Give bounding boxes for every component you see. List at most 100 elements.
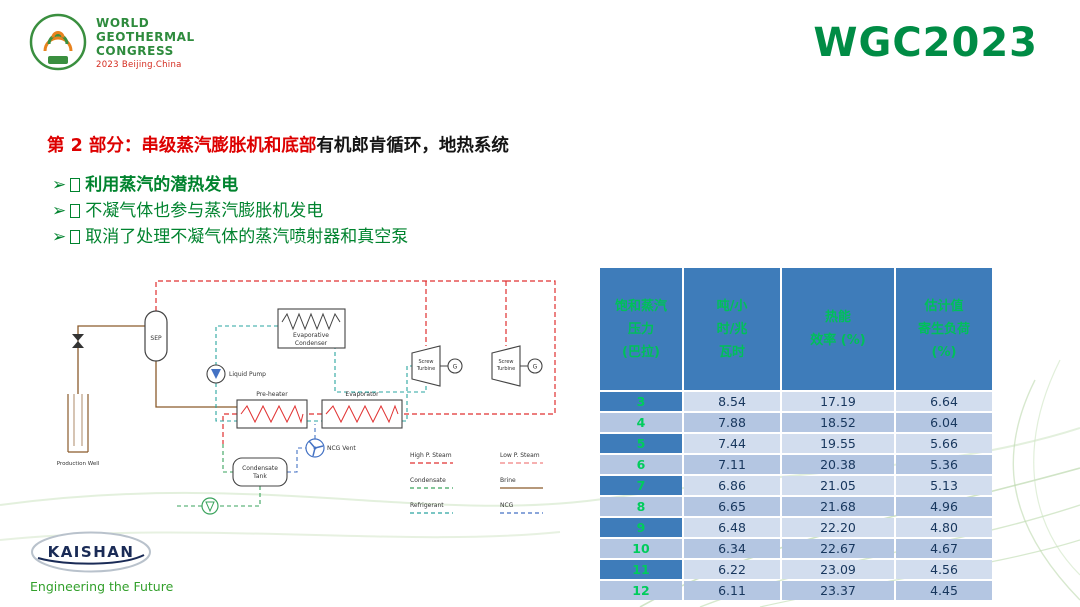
cell-pressure: 7	[600, 476, 682, 495]
legend-high-p-steam: High P. Steam	[410, 452, 452, 459]
table-row: 12 6.11 23.37 4.45	[600, 581, 992, 600]
cell-flow: 6.34	[684, 539, 780, 558]
header-line: 吨/小	[716, 298, 748, 314]
evaporator-label: Evaporator	[345, 391, 379, 398]
header-line: 效率 (%)	[810, 333, 866, 348]
production-well	[67, 394, 89, 453]
table-row: 11 6.22 23.09 4.56	[600, 560, 992, 579]
ncg-vent-label: NCG Vent	[327, 445, 356, 452]
congress-logo: WORLD GEOTHERMAL CONGRESS 2023 Beijing.C…	[28, 12, 195, 74]
bullet-list: ➢ 利用蒸汽的潜热发电 ➢ 不凝气体也参与蒸汽膨胀机发电 ➢ 取消了处理不凝气体…	[52, 172, 408, 250]
table-row: 10 6.34 22.67 4.67	[600, 539, 992, 558]
generator-1-icon	[447, 358, 463, 374]
condensate-tank: Condensate Tank	[232, 457, 288, 487]
table-row: 9 6.48 22.20 4.80	[600, 518, 992, 537]
cell-efficiency: 20.38	[782, 455, 894, 474]
table-row: 3 8.54 17.19 6.64	[600, 392, 992, 411]
arrow-bullet-icon: ➢	[52, 175, 67, 195]
header-line: 压力	[627, 321, 654, 337]
cell-flow: 6.86	[684, 476, 780, 495]
cell-pressure: 9	[600, 518, 682, 537]
cell-efficiency: 17.19	[782, 392, 894, 411]
cell-flow: 7.88	[684, 413, 780, 432]
header-line: 热能	[824, 310, 851, 325]
cell-pressure: 4	[600, 413, 682, 432]
generator-2-icon	[527, 358, 543, 374]
flow-lines-ncg	[287, 424, 316, 473]
evaporator: Evaporator	[321, 391, 403, 429]
table-row: 5 7.44 19.55 5.66	[600, 434, 992, 453]
header-line: 瓦时	[718, 344, 745, 360]
cell-flow: 7.11	[684, 455, 780, 474]
logo-line-geothermal: GEOTHERMAL	[96, 30, 195, 44]
cell-pressure: 5	[600, 434, 682, 453]
logo-line-congress: CONGRESS	[96, 44, 174, 58]
header-line: 时/兆	[716, 321, 748, 337]
sep-label: SEP	[150, 335, 162, 342]
condensate-tank-label-1: Condensate	[242, 465, 278, 472]
slide-title: 第 2 部分：串级蒸汽膨胀机和底部有机郎肯循环，地热系统	[47, 132, 509, 157]
bullet-text: 利用蒸汽的潜热发电	[85, 175, 239, 195]
bullet-item: ➢ 利用蒸汽的潜热发电	[52, 172, 408, 198]
cell-efficiency: 18.52	[782, 413, 894, 432]
bullet-text: 取消了处理不凝气体的蒸汽喷射器和真空泵	[85, 227, 409, 247]
legend-refrigerant: Refrigerant	[410, 502, 444, 509]
condensate-tank-label-2: Tank	[252, 473, 267, 480]
separator-vessel: SEP	[144, 310, 168, 362]
cell-flow: 6.22	[684, 560, 780, 579]
cell-parasitic: 4.56	[896, 560, 992, 579]
table-row: 7 6.86 21.05 5.13	[600, 476, 992, 495]
missing-glyph-box	[70, 204, 81, 218]
bullet-item: ➢ 取消了处理不凝气体的蒸汽喷射器和真空泵	[52, 224, 408, 250]
arrow-bullet-icon: ➢	[52, 201, 67, 221]
table-row: 4 7.88 18.52 6.04	[600, 413, 992, 432]
pre-heater: Pre-heater	[236, 391, 308, 429]
kaishan-logo-text: KAISHAN	[48, 543, 135, 561]
pre-heater-label: Pre-heater	[256, 391, 288, 398]
cell-parasitic: 5.36	[896, 455, 992, 474]
cell-pressure: 3	[600, 392, 682, 411]
logo-line-world: WORLD	[96, 16, 150, 30]
header-line: (%)	[931, 344, 957, 360]
cell-pressure: 10	[600, 539, 682, 558]
turbine-2-label-2: Turbine	[496, 366, 515, 372]
condensate-pump-icon	[201, 497, 219, 515]
header-line: 估计值	[924, 298, 964, 314]
flow-lines-brine	[77, 325, 237, 408]
cell-flow: 6.48	[684, 518, 780, 537]
cell-efficiency: 19.55	[782, 434, 894, 453]
cell-parasitic: 4.45	[896, 581, 992, 600]
col-header-flow-rate: 吨/小 时/兆 瓦时	[684, 268, 780, 390]
condenser-label-1: Evaporative	[293, 332, 329, 339]
flow-lines-condensate	[175, 444, 261, 507]
turbine-1-label-1: Screw	[418, 359, 433, 365]
missing-glyph-box	[70, 178, 81, 192]
cell-efficiency: 23.37	[782, 581, 894, 600]
cell-parasitic: 5.66	[896, 434, 992, 453]
legend-condensate: Condensate	[410, 477, 446, 484]
kaishan-logo: KAISHAN	[30, 531, 154, 579]
cell-efficiency: 23.09	[782, 560, 894, 579]
slide-title-red: 第 2 部分：串级蒸汽膨胀机和底部	[47, 136, 317, 156]
cell-pressure: 11	[600, 560, 682, 579]
legend-ncg: NCG	[500, 502, 514, 509]
header-line: 饱和蒸汽	[614, 298, 667, 314]
cell-pressure: 12	[600, 581, 682, 600]
screw-turbine-2: Screw Turbine G	[491, 345, 543, 387]
cell-parasitic: 4.80	[896, 518, 992, 537]
cell-parasitic: 5.13	[896, 476, 992, 495]
slide-title-black: 有机郎肯循环，地热系统	[316, 136, 509, 156]
cell-efficiency: 22.20	[782, 518, 894, 537]
performance-data-table: 饱和蒸汽 压力 (巴拉) 吨/小 时/兆 瓦时 热能 效率 (%)	[598, 266, 992, 602]
legend-brine: Brine	[500, 477, 516, 484]
cell-pressure: 6	[600, 455, 682, 474]
cell-efficiency: 21.05	[782, 476, 894, 495]
process-flow-diagram: SEP Production Well Evaporative Condense…	[57, 280, 556, 515]
bullet-item: ➢ 不凝气体也参与蒸汽膨胀机发电	[52, 198, 408, 224]
cell-parasitic: 4.67	[896, 539, 992, 558]
flow-lines-high-p-steam	[155, 280, 556, 444]
cell-parasitic: 4.96	[896, 497, 992, 516]
legend-low-p-steam: Low P. Steam	[500, 452, 540, 459]
liquid-pump-label: Liquid Pump	[229, 371, 266, 378]
